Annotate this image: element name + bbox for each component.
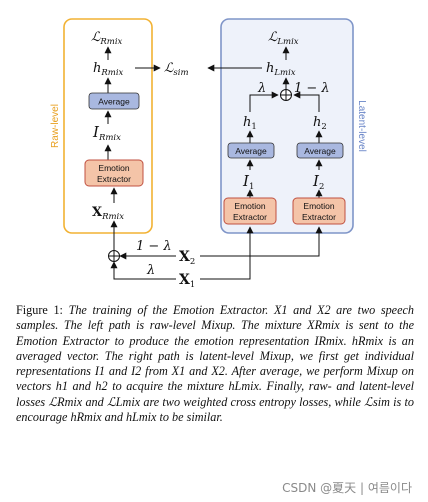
latent-extractor-right-line1: Emotion	[303, 201, 334, 211]
raw-average-label: Average	[98, 97, 130, 107]
figure-caption: Figure 1: The training of the Emotion Ex…	[16, 303, 414, 425]
raw-extractor-line2: Extractor	[97, 174, 131, 184]
mixup-diagram: Raw-level Latent-level ℒRmix hRmix Avera…	[50, 18, 367, 290]
raw-average-box	[88, 92, 140, 110]
bottom-lambda-label: λ	[146, 263, 155, 278]
h1-label: h1	[243, 115, 257, 132]
raw-x-label: XRmix	[92, 205, 124, 222]
i1-label: I1	[242, 172, 254, 192]
raw-mix-node	[108, 250, 120, 262]
raw-i-label: IRmix	[92, 123, 121, 143]
latent-extractor-left-line1: Emotion	[234, 201, 265, 211]
sim-loss-label: ℒsim	[164, 61, 189, 78]
latent-extractor-right-line2: Extractor	[302, 212, 336, 222]
latent-level-label: Latent-level	[356, 100, 367, 152]
latent-lambda-label: λ	[257, 81, 266, 96]
latent-average-label-left: Average	[235, 146, 267, 156]
x2-label: X2	[179, 249, 195, 267]
latent-emotion-extractor-left	[223, 197, 277, 225]
raw-level-label: Raw-level	[50, 104, 61, 148]
watermark: CSDN @夏天 | 여름이다	[282, 481, 412, 495]
raw-loss-label: ℒRmix	[91, 30, 123, 47]
figure-label: Figure 1:	[16, 303, 63, 317]
raw-extractor-line1: Emotion	[98, 163, 129, 173]
caption-text: The training of the Emotion Extractor. X…	[16, 303, 414, 425]
latent-extractor-left-line2: Extractor	[233, 212, 267, 222]
raw-h-label: hRmix	[93, 61, 124, 78]
latent-average-box-right	[296, 142, 344, 159]
raw-emotion-extractor	[84, 159, 144, 187]
latent-level-box	[220, 18, 354, 234]
latent-one-minus-lambda-label: 1 − λ	[294, 81, 330, 96]
latent-h-label: hLmix	[266, 61, 296, 78]
bottom-one-minus-lambda-label: 1 − λ	[136, 239, 172, 254]
i2-label: I2	[312, 172, 324, 192]
x1-label: X1	[179, 272, 195, 290]
latent-loss-label: ℒLmix	[268, 30, 299, 47]
latent-mix-node	[280, 89, 292, 101]
latent-average-label-right: Average	[304, 146, 336, 156]
latent-emotion-extractor-right	[292, 197, 346, 225]
latent-average-box-left	[227, 142, 275, 159]
h2-label: h2	[313, 115, 327, 132]
